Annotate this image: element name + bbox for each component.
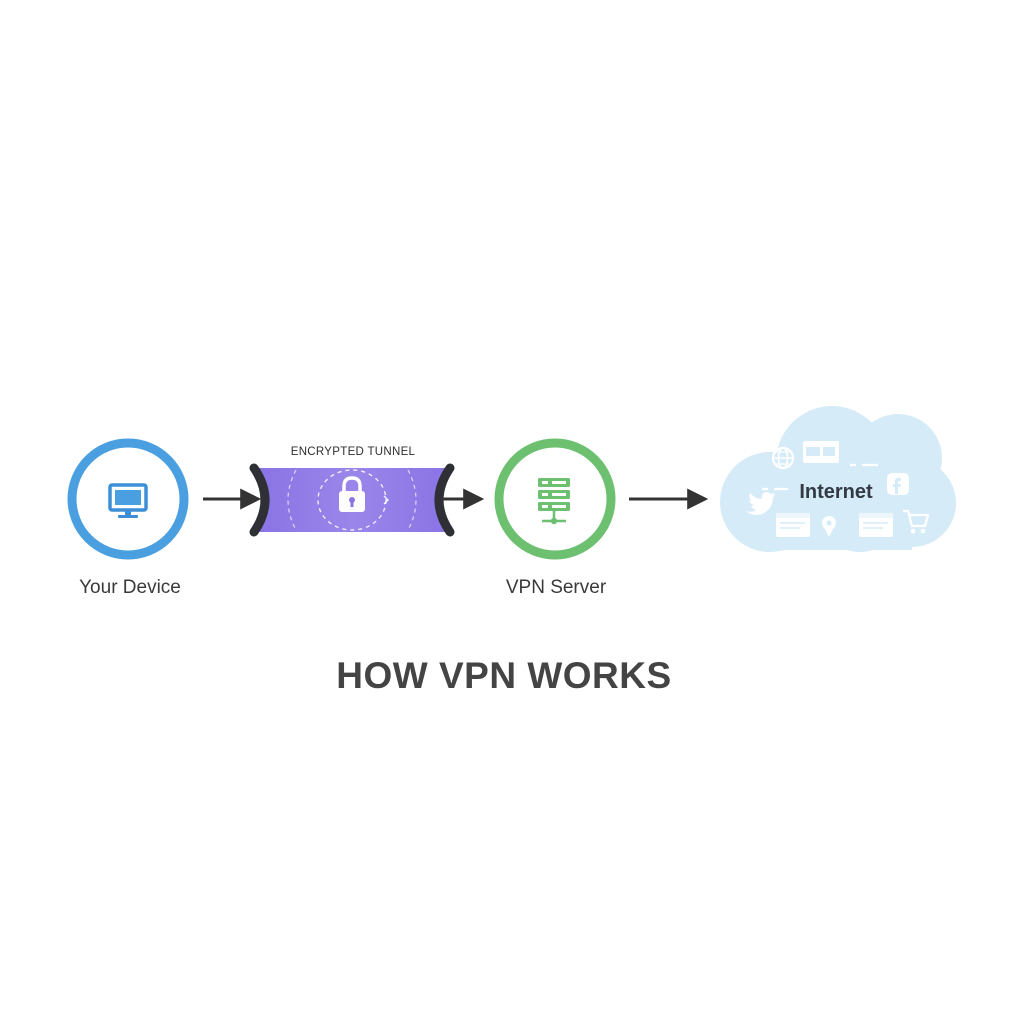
server-label: VPN Server bbox=[505, 577, 607, 598]
twitter-icon bbox=[746, 492, 776, 515]
internet-label: Internet bbox=[799, 481, 873, 503]
globe-icon bbox=[771, 446, 795, 470]
pin-icon bbox=[822, 516, 836, 537]
server-node bbox=[494, 438, 616, 560]
encrypted-tunnel bbox=[249, 463, 455, 537]
browser-window-icon bbox=[859, 513, 893, 537]
tunnel-label: ENCRYPTED TUNNEL bbox=[290, 446, 416, 458]
device-label: Your Device bbox=[79, 577, 181, 598]
facebook-icon bbox=[887, 473, 909, 495]
padlock-icon bbox=[339, 476, 365, 512]
internet-cloud bbox=[720, 406, 956, 552]
page-title: HOW VPN WORKS bbox=[336, 655, 672, 696]
device-node bbox=[67, 438, 189, 560]
shopping-cart-icon bbox=[903, 509, 930, 534]
browser-window-icon bbox=[776, 513, 810, 537]
monitor-icon bbox=[108, 483, 148, 518]
dash-lines bbox=[762, 463, 878, 491]
browser-window-icon bbox=[803, 441, 839, 463]
server-rack-icon bbox=[538, 478, 570, 525]
